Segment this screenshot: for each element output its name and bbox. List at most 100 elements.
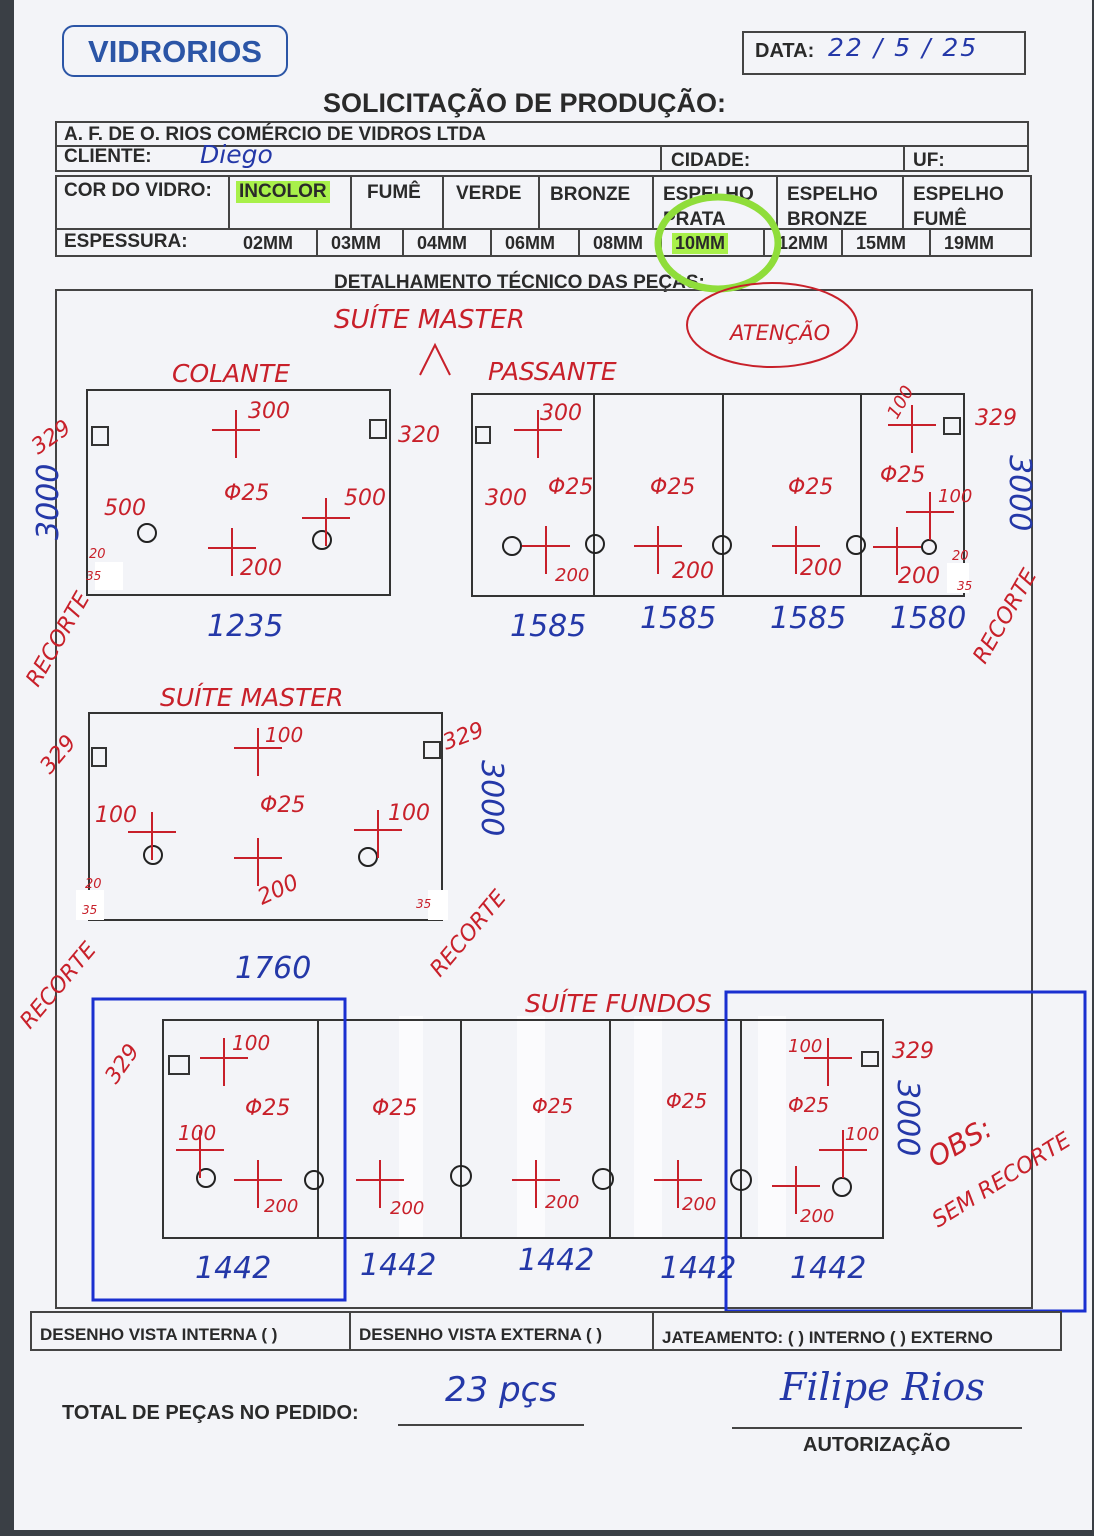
external-view-option[interactable]: DESENHO VISTA EXTERNA ( ) xyxy=(359,1325,603,1344)
selection-circle xyxy=(654,193,782,293)
tape-patch xyxy=(428,890,448,920)
thickness-option-15mm[interactable] xyxy=(843,229,931,257)
notch xyxy=(91,747,107,767)
dim-1235: 1235 xyxy=(207,609,283,644)
dim-100: 100 xyxy=(883,382,918,422)
dim-200: 200 xyxy=(555,565,589,586)
dim-phi25: Φ25 xyxy=(650,475,695,500)
tape-patch xyxy=(95,562,123,590)
glass-label-col xyxy=(55,175,230,228)
dim-phi25: Φ25 xyxy=(260,793,305,818)
dim-35: 35 xyxy=(416,897,431,911)
hole xyxy=(358,847,378,867)
thickness-option-02mm[interactable] xyxy=(230,229,318,257)
dim-200: 200 xyxy=(254,870,303,910)
dim-1442: 1442 xyxy=(360,1248,436,1283)
tape-strip xyxy=(758,1016,786,1238)
form-title: SOLICITAÇÃO DE PRODUÇÃO: xyxy=(323,88,726,118)
hole xyxy=(846,535,866,555)
thickness-option-10mm[interactable] xyxy=(662,229,765,257)
hole xyxy=(196,1168,216,1188)
company-name: A. F. DE O. RIOS COMÉRCIO DE VIDROS LTDA xyxy=(64,124,486,145)
authorization-label: AUTORIZAÇÃO xyxy=(803,1434,951,1456)
dim-20: 20 xyxy=(85,877,102,892)
date-box xyxy=(742,31,1026,75)
dim-329: 329 xyxy=(440,718,488,756)
dim-1585: 1585 xyxy=(770,601,846,636)
annotation-box xyxy=(91,997,347,1302)
dim-500: 500 xyxy=(104,496,146,521)
color-option-fume[interactable] xyxy=(352,175,444,228)
divider xyxy=(349,1311,351,1351)
thickness-option-12mm[interactable] xyxy=(765,229,843,257)
attention-note: ATENÇÃO xyxy=(728,319,830,345)
dim-329: 329 xyxy=(975,406,1017,431)
thickness-option-03mm[interactable] xyxy=(318,229,404,257)
suite-fundos: SUÍTE FUNDOS xyxy=(525,989,712,1018)
dim-phi25: Φ25 xyxy=(788,475,833,500)
dim-35: 35 xyxy=(82,903,97,917)
color-option-espelho-bronze[interactable] xyxy=(778,175,904,228)
notch xyxy=(861,1051,879,1067)
detail-frame xyxy=(55,289,1033,1309)
thickness-option-06mm[interactable] xyxy=(492,229,580,257)
notch xyxy=(423,741,441,759)
suite-master-top: SUÍTE MASTER xyxy=(334,303,525,335)
dim-100: 100 xyxy=(95,803,137,828)
tape-patch xyxy=(76,890,104,920)
dim-100: 100 xyxy=(388,801,430,826)
thickness-label: ESPESSURA: xyxy=(64,231,188,252)
thickness-12mm: 12MM xyxy=(778,233,829,253)
client-value: Diego xyxy=(200,140,273,169)
color-espelho-fume: ESPELHO FUMÊ xyxy=(913,184,1004,230)
total-underline xyxy=(398,1424,584,1426)
thickness-19mm: 19MM xyxy=(944,233,995,253)
notch xyxy=(943,417,961,435)
dim-329: 329 xyxy=(892,1039,934,1064)
panel-colante xyxy=(86,389,391,596)
dim-100: 100 xyxy=(232,1031,270,1055)
thickness-08mm: 08MM xyxy=(593,233,644,253)
uf-label: UF: xyxy=(913,150,945,171)
dim-100: 100 xyxy=(938,486,972,507)
color-option-bronze[interactable] xyxy=(540,175,654,228)
obs-note: OBS: xyxy=(922,1111,998,1174)
color-option-verde[interactable] xyxy=(444,175,540,228)
dim-1585: 1585 xyxy=(640,601,716,636)
tape-strip xyxy=(517,1016,545,1238)
dim-200: 200 xyxy=(545,1192,579,1213)
hole xyxy=(137,523,157,543)
dim-1442: 1442 xyxy=(660,1251,736,1286)
dim-1760: 1760 xyxy=(235,951,311,986)
color-espelho-bronze: ESPELHO BRONZE xyxy=(787,184,878,230)
color-option-espelho-prata[interactable] xyxy=(654,175,778,228)
dim-100: 100 xyxy=(788,1036,822,1057)
dim-100: 100 xyxy=(265,723,303,747)
dim-200: 200 xyxy=(264,1196,298,1217)
notch xyxy=(91,426,109,446)
dimension-marks xyxy=(128,405,954,1214)
suite-master-mid: SUÍTE MASTER xyxy=(160,683,344,712)
thickness-option-04mm[interactable] xyxy=(404,229,492,257)
divider xyxy=(652,1311,654,1351)
dim-phi25: Φ25 xyxy=(532,1094,573,1118)
date-value: 22 / 5 / 25 xyxy=(828,33,979,62)
dim-3000: 3000 xyxy=(890,1080,925,1156)
color-label: COR DO VIDRO: xyxy=(64,180,212,201)
footer-table xyxy=(30,1311,1062,1351)
date-label: DATA: xyxy=(755,40,815,62)
color-option-incolor[interactable] xyxy=(230,175,352,228)
dim-200: 200 xyxy=(800,556,842,581)
color-fume: FUMÊ xyxy=(367,182,421,203)
internal-view-option[interactable]: DESENHO VISTA INTERNA ( ) xyxy=(40,1325,278,1344)
dim-phi25: Φ25 xyxy=(880,463,925,488)
dim-329: 329 xyxy=(100,1040,145,1089)
notch xyxy=(168,1055,190,1075)
dim-phi25: Φ25 xyxy=(245,1096,290,1121)
sandblast-option[interactable]: JATEAMENTO: ( ) INTERNO ( ) EXTERNO xyxy=(662,1328,993,1347)
dim-300: 300 xyxy=(540,401,582,426)
divider xyxy=(55,228,1032,230)
dim-200: 200 xyxy=(898,564,940,589)
recorte-note: RECORTE xyxy=(969,565,1043,668)
dim-100: 100 xyxy=(178,1121,216,1145)
